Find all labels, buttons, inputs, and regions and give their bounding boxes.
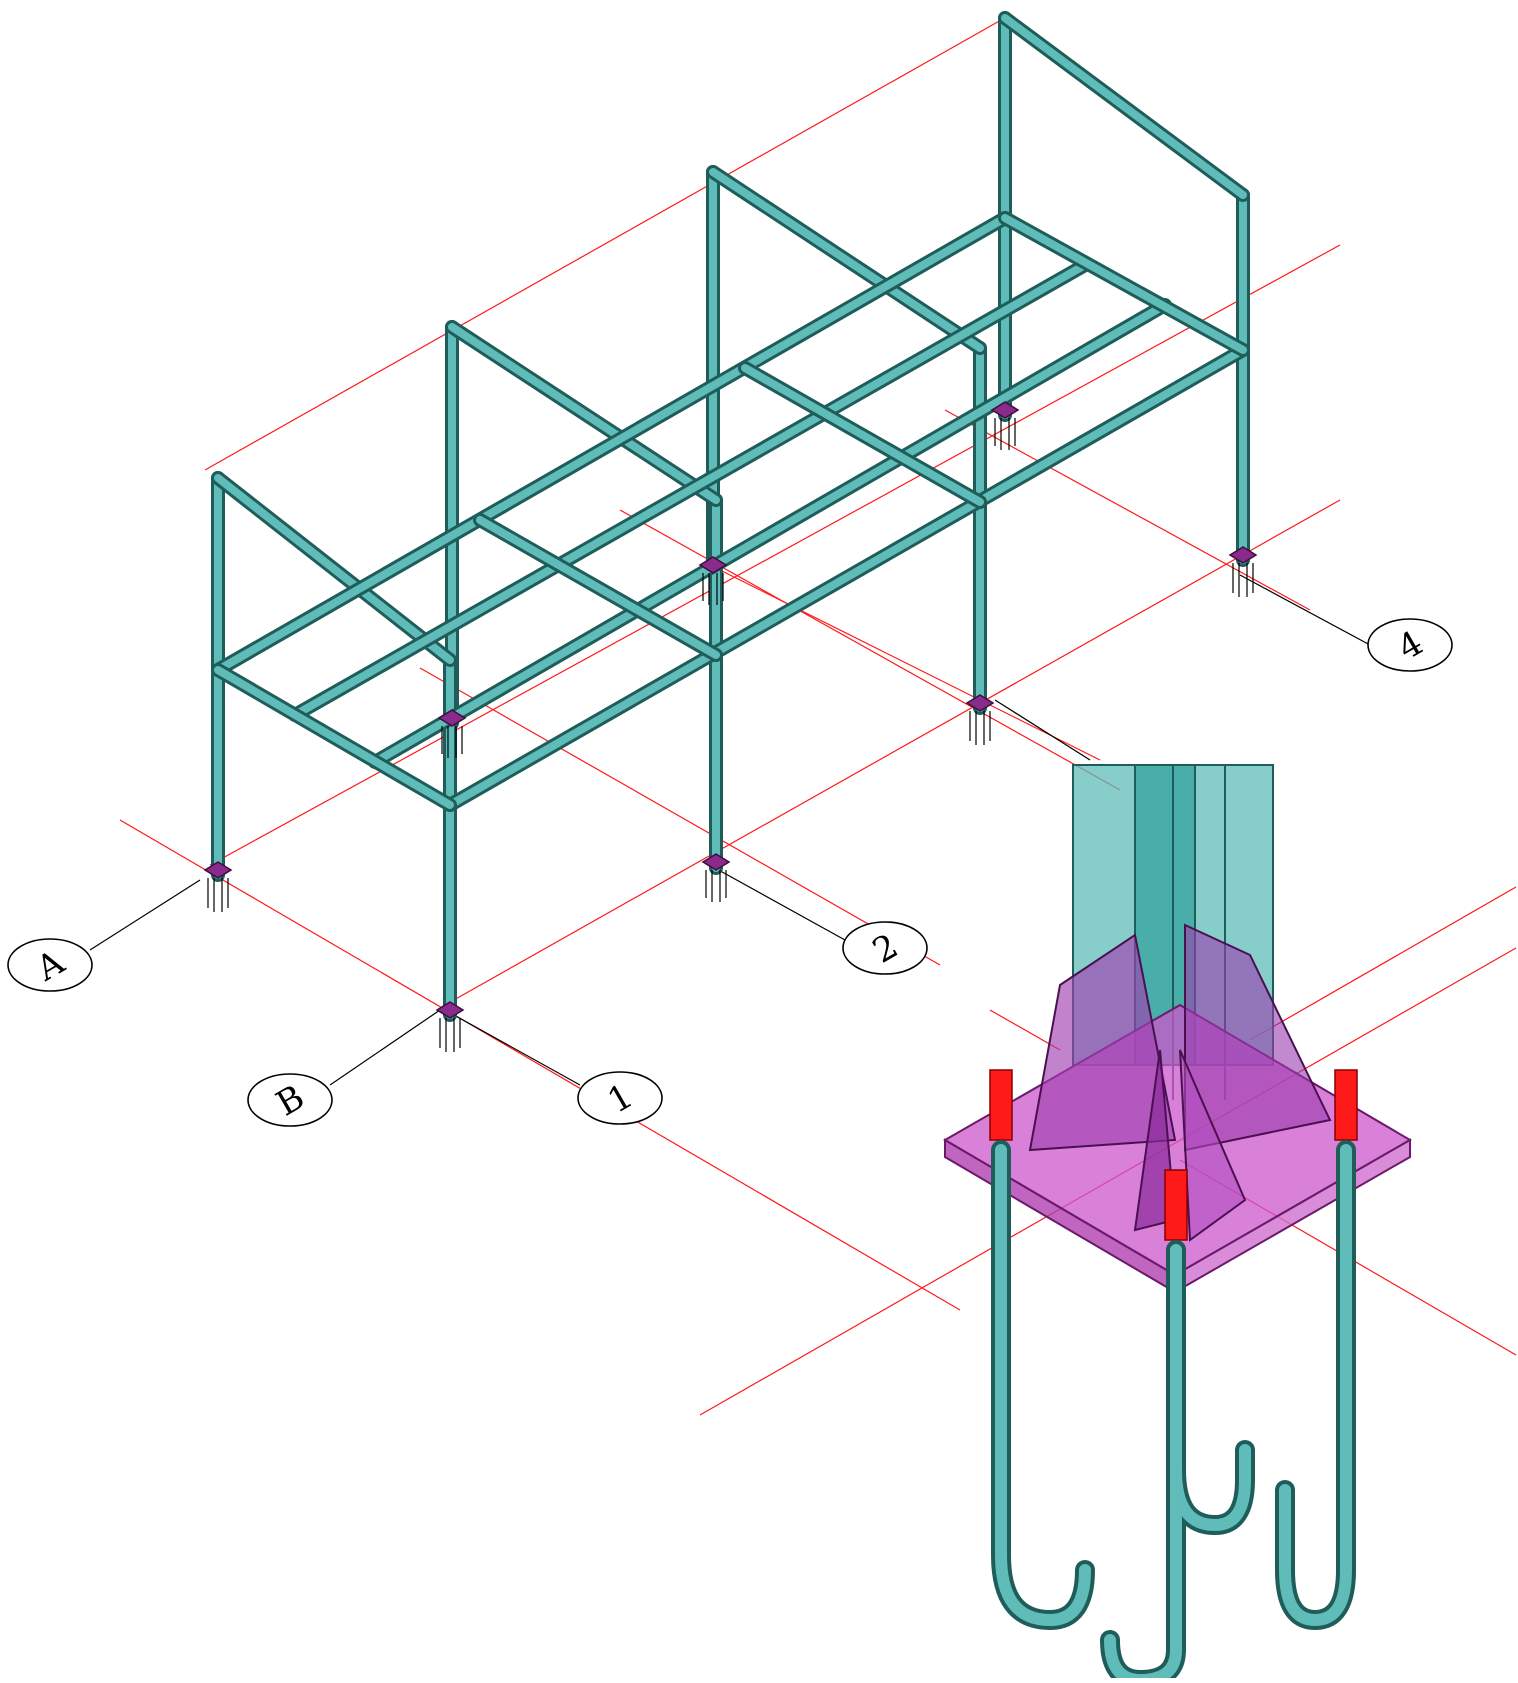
grid-bubble-4[interactable]: 4 [1367,618,1453,672]
floor-beams [211,211,1250,812]
grid-bubble-1[interactable]: 1 [577,1071,663,1125]
steel-frame[interactable] [203,11,1258,1052]
column-base-detail[interactable] [943,764,1412,1683]
grid-bubble-b[interactable]: B [247,1073,333,1127]
grid-bubble-2[interactable]: 2 [842,921,928,975]
gusset-plates [1028,933,1177,1152]
rafters [211,11,1250,667]
anchor-bolts [989,1069,1358,1241]
anchor-bolts-small [207,418,1254,1052]
grid-leaders [89,574,1371,1086]
grid-bubble-a[interactable]: A [7,938,93,992]
column-bases [203,401,1258,1019]
